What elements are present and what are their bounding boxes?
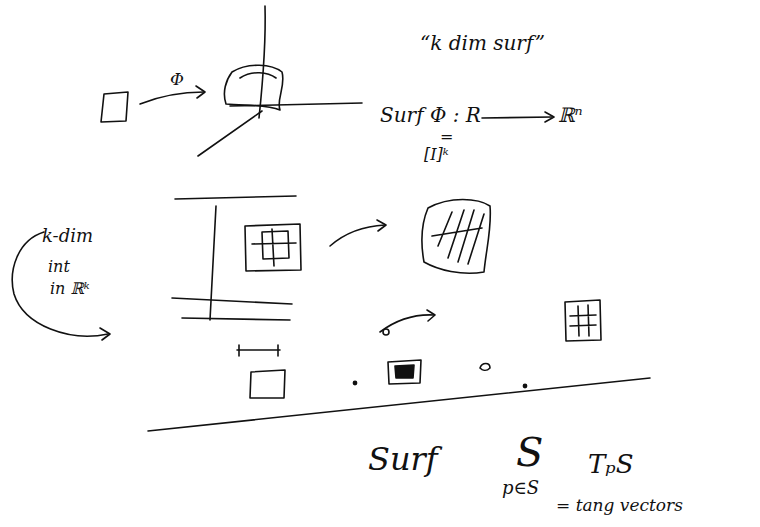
surface-title: “k dim surf” (420, 32, 545, 54)
surface-symbol: S (516, 430, 543, 474)
point-note: p∈S (502, 478, 539, 498)
equals-sign: = (440, 128, 453, 146)
tangent-space: TₚS (588, 450, 634, 479)
side-note: int (48, 258, 70, 276)
map-symbol: Φ (170, 70, 184, 89)
side-note: k-dim (42, 226, 93, 246)
side-note: in ℝᵏ (50, 280, 90, 298)
codomain: ℝⁿ (558, 104, 583, 126)
surface-word: Surf (368, 442, 438, 477)
cube-domain: [I]ᵏ (424, 146, 449, 164)
map-definition: Surf Φ : R (380, 104, 481, 126)
tangent-note: = tang vectors (556, 496, 683, 515)
